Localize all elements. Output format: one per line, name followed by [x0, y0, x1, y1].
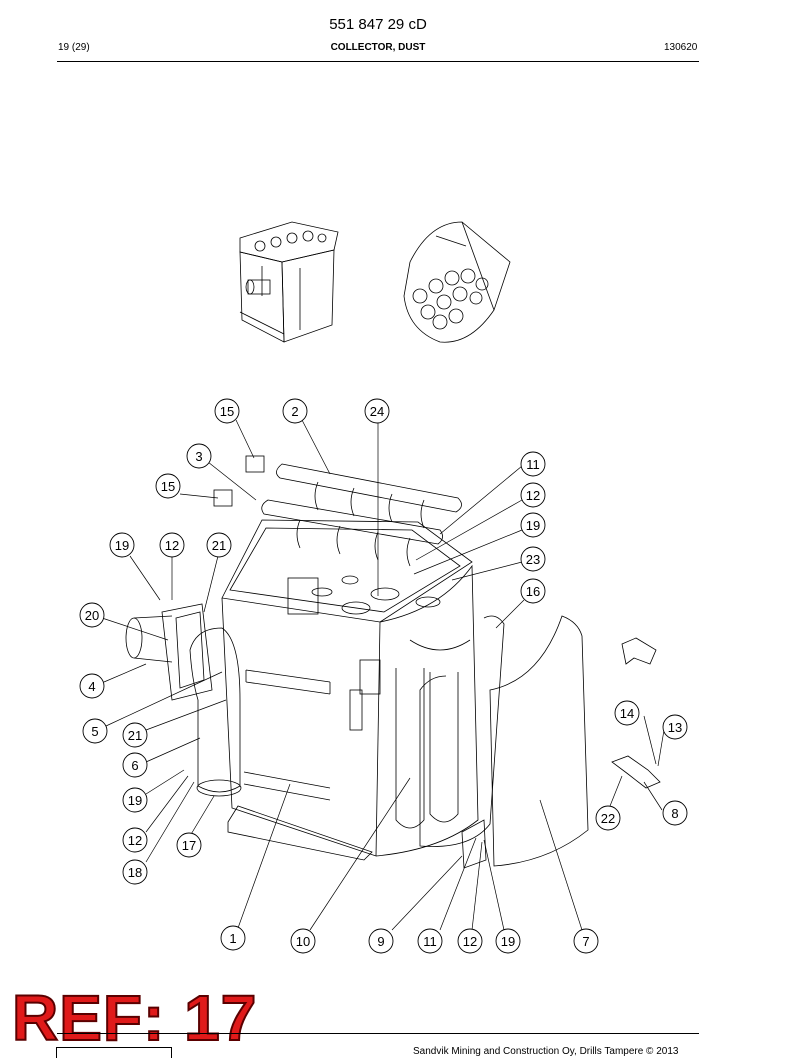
copyright-text: Sandvik Mining and Construction Oy, Dril… [413, 1046, 679, 1057]
callout-17: 17 [176, 832, 202, 858]
svg-text:13: 13 [668, 720, 682, 735]
callout-14: 14 [614, 700, 640, 726]
svg-text:20: 20 [85, 608, 99, 623]
callout-12-left: 12 [159, 532, 185, 558]
revision-date: 130620 [664, 42, 698, 53]
frame-tube [419, 615, 505, 847]
callout-10: 10 [290, 928, 316, 954]
svg-text:19: 19 [115, 538, 129, 553]
svg-text:12: 12 [128, 833, 142, 848]
svg-text:16: 16 [526, 584, 540, 599]
nozzle-fittings [213, 455, 265, 507]
svg-text:12: 12 [463, 934, 477, 949]
callout-15-left: 15 [155, 473, 181, 499]
callout-19-bottom: 19 [495, 928, 521, 954]
callout-13: 13 [662, 714, 688, 740]
svg-text:1: 1 [229, 931, 236, 946]
callout-7: 7 [573, 928, 599, 954]
svg-text:18: 18 [128, 865, 142, 880]
callout-20: 20 [79, 602, 105, 628]
svg-text:6: 6 [131, 758, 138, 773]
cover-panel [489, 615, 589, 867]
callout-24: 24 [364, 398, 390, 424]
svg-text:24: 24 [370, 404, 384, 419]
callout-16: 16 [520, 578, 546, 604]
blow-pipes [261, 463, 462, 567]
callout-19-mid: 19 [122, 787, 148, 813]
overview-box-collector [239, 221, 339, 343]
callout-21-bottom: 21 [122, 722, 148, 748]
svg-text:4: 4 [88, 679, 95, 694]
svg-text:5: 5 [91, 724, 98, 739]
svg-text:11: 11 [526, 457, 540, 472]
footer-rule [57, 1033, 699, 1034]
callout-11-bottom: 11 [417, 928, 443, 954]
callout-19-left: 19 [109, 532, 135, 558]
callout-18: 18 [122, 859, 148, 885]
svg-text:8: 8 [671, 806, 678, 821]
callout-19-right: 19 [520, 512, 546, 538]
callout-22: 22 [595, 805, 621, 831]
overview-round-collector [403, 221, 511, 343]
callout-6: 6 [122, 752, 148, 778]
svg-text:22: 22 [601, 811, 615, 826]
callout-9: 9 [368, 928, 394, 954]
callout-5: 5 [82, 718, 108, 744]
svg-text:2: 2 [291, 404, 298, 419]
svg-text:17: 17 [182, 838, 196, 853]
svg-text:15: 15 [220, 404, 234, 419]
callout-15-top: 15 [214, 398, 240, 424]
callout-12-bottom: 12 [457, 928, 483, 954]
leader-lines [101, 419, 665, 931]
svg-text:9: 9 [377, 934, 384, 949]
svg-text:15: 15 [161, 479, 175, 494]
document-number: 551 847 29 cD [329, 16, 427, 33]
callout-12-mid: 12 [122, 827, 148, 853]
svg-text:19: 19 [128, 793, 142, 808]
callout-1: 1 [220, 925, 246, 951]
callout-11-right: 11 [520, 451, 546, 477]
callout-8: 8 [662, 800, 688, 826]
svg-text:10: 10 [296, 934, 310, 949]
svg-text:19: 19 [526, 518, 540, 533]
svg-text:12: 12 [526, 488, 540, 503]
filter-cartridges [395, 639, 471, 829]
page-number: 19 (29) [58, 42, 90, 53]
svg-text:3: 3 [195, 449, 202, 464]
svg-text:21: 21 [128, 728, 142, 743]
svg-text:7: 7 [582, 934, 589, 949]
callout-3: 3 [186, 443, 212, 469]
callout-12-right: 12 [520, 482, 546, 508]
svg-text:23: 23 [526, 552, 540, 567]
svg-text:19: 19 [501, 934, 515, 949]
page-title: COLLECTOR, DUST [330, 42, 426, 53]
callout-21-top: 21 [206, 532, 232, 558]
callout-2: 2 [282, 398, 308, 424]
callout-4: 4 [79, 673, 105, 699]
svg-text:14: 14 [620, 706, 634, 721]
callout-23: 23 [520, 546, 546, 572]
header-rule [57, 61, 699, 62]
svg-text:11: 11 [423, 934, 437, 949]
hinge-parts [461, 637, 661, 869]
main-housing [221, 519, 479, 861]
ref-overlay: REF: 17 [11, 982, 258, 1054]
svg-text:21: 21 [212, 538, 226, 553]
svg-text:12: 12 [165, 538, 179, 553]
callout-bubbles: 15 2 24 3 11 15 12 19 12 21 19 23 16 20 … [79, 398, 688, 954]
